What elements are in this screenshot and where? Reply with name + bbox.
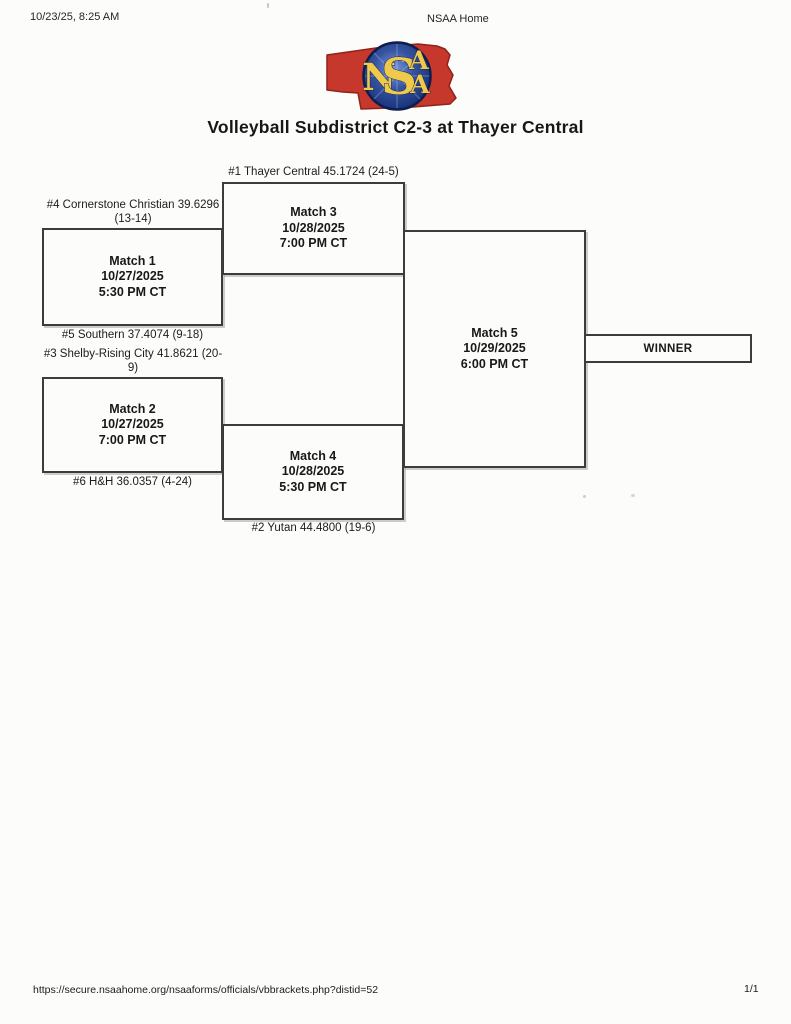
nsaa-logo: N S A A (323, 40, 461, 112)
bracket-title: Volleyball Subdistrict C2-3 at Thayer Ce… (207, 117, 584, 137)
scan-speck (631, 494, 635, 497)
print-timestamp: 10/23/25, 8:25 AM (30, 11, 120, 23)
seed-label-cornerstone-christian: #4 Cornerstone Christian 39.6296 (13-14) (46, 199, 220, 225)
seed-label-shelby-rising-city: #3 Shelby-Rising City 41.8621 (20- 9) (43, 348, 223, 374)
print-page-number: 1/1 (744, 983, 759, 995)
print-footer-url: https://secure.nsaahome.org/nsaaforms/of… (33, 984, 379, 996)
match-3-box: Match 3 10/28/2025 7:00 PM CT (222, 182, 405, 275)
seed-label-hh: #6 H&H 36.0357 (4-24) (73, 476, 192, 488)
seed-label-yutan: #2 Yutan 44.4800 (19-6) (251, 522, 376, 534)
match-4-box: Match 4 10/28/2025 5:30 PM CT (222, 424, 404, 520)
match-4-details: Match 4 10/28/2025 5:30 PM CT (279, 448, 347, 494)
seed-label-thayer-central: #1 Thayer Central 45.1724 (24-5) (228, 166, 399, 178)
match-2-box: Match 2 10/27/2025 7:00 PM CT (42, 377, 223, 473)
scan-speck (267, 3, 269, 8)
match-1-details: Match 1 10/27/2025 5:30 PM CT (98, 253, 167, 299)
match-2-details: Match 2 10/27/2025 7:00 PM CT (98, 401, 167, 447)
logo-letter-a2: A (409, 70, 430, 99)
print-header-title: NSAA Home (427, 13, 489, 25)
scan-speck (583, 495, 586, 498)
logo-letter-a1: A (408, 46, 429, 75)
winner-label: WINNER (643, 342, 693, 355)
match-1-box: Match 1 10/27/2025 5:30 PM CT (42, 228, 223, 326)
seed-label-southern: #5 Southern 37.4074 (9-18) (61, 329, 204, 341)
logo-letter-n: N (362, 55, 396, 99)
nebraska-state-icon: N S A A (326, 41, 457, 111)
match-5-details: Match 5 10/29/2025 6:00 PM CT (460, 325, 529, 371)
winner-box: WINNER (584, 334, 752, 363)
match-5-box: Match 5 10/29/2025 6:00 PM CT (403, 230, 586, 468)
logo-letter-s: S (381, 47, 417, 106)
match-3-details: Match 3 10/28/2025 7:00 PM CT (279, 205, 348, 251)
